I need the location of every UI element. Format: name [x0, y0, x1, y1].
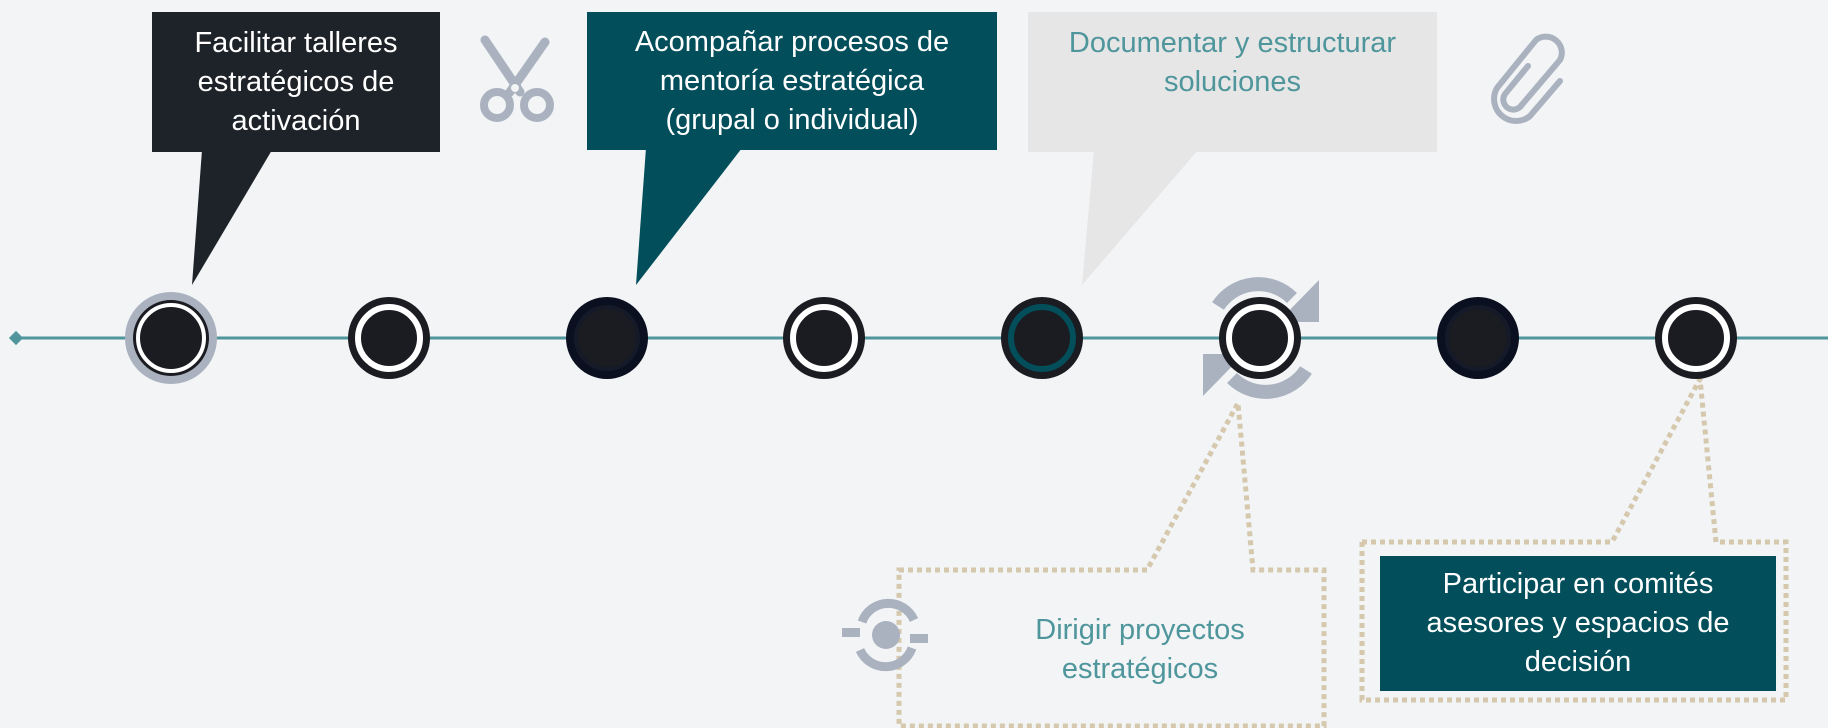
timeline-node-6 — [1219, 297, 1301, 379]
callout-documentar — [1028, 12, 1437, 285]
timeline-node-3 — [566, 297, 648, 379]
callout-acompanar — [587, 12, 997, 285]
paperclip-icon — [1491, 33, 1565, 124]
callout-text-dirigir: Dirigir proyectos estratégicos — [1035, 614, 1245, 685]
timeline-node-2 — [348, 297, 430, 379]
timeline-node-5 — [1001, 297, 1083, 379]
callout-facilitar — [152, 12, 440, 285]
callout-text-facilitar: Facilitar talleres estratégicos de activ… — [194, 26, 398, 137]
gear-refresh-icon — [842, 598, 928, 672]
callout-text-documentar: Documentar y estructurar soluciones — [1068, 27, 1397, 98]
callout-participar-box — [1380, 556, 1776, 691]
timeline-node-8 — [1655, 297, 1737, 379]
callout-text-participar: Participar en comités asesores y espacio… — [1426, 568, 1730, 678]
timeline-node-7 — [1437, 297, 1519, 379]
callout-participar-border — [1359, 370, 1789, 703]
scissors-icon — [480, 35, 554, 122]
timeline-node-1 — [125, 292, 217, 384]
callout-dirigir-border — [896, 394, 1327, 728]
callout-text-acompanar: Acompañar procesos de mentoría estratégi… — [634, 25, 950, 136]
timeline-node-4 — [783, 297, 865, 379]
timeline-start-diamond — [8, 330, 24, 346]
